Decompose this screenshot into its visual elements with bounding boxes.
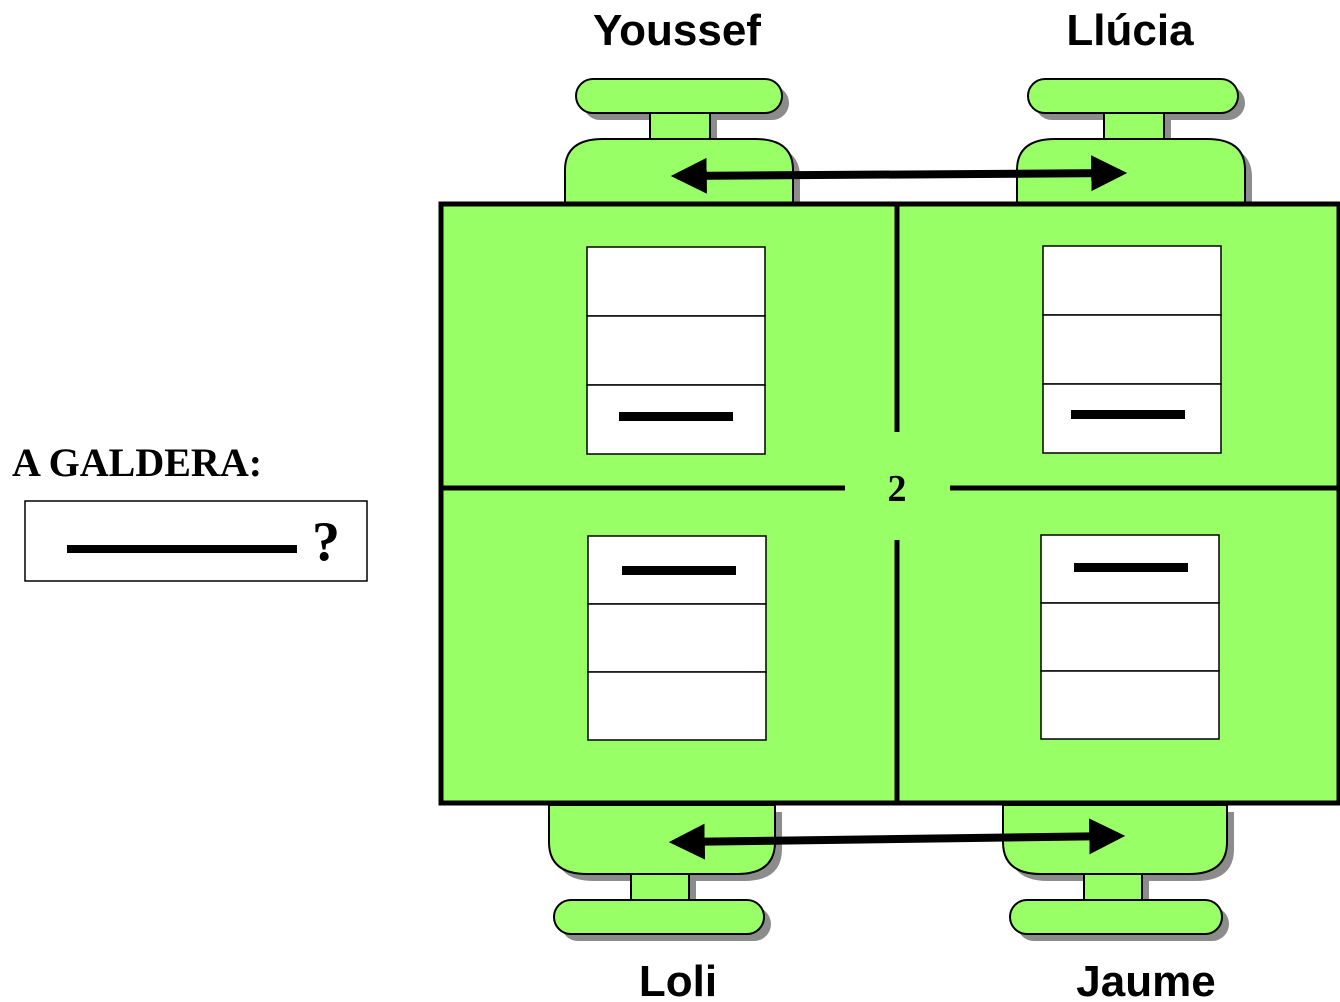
chair-top-right [1016, 78, 1252, 212]
chair-top-left [564, 78, 800, 212]
bin-blank-line [67, 545, 297, 553]
bin-answer-box: ? [24, 500, 368, 582]
student-name-bottom-left: Loli [639, 957, 717, 1002]
card-stack-bottom-left [587, 535, 767, 741]
blank-line [1071, 410, 1185, 419]
blank-line [619, 412, 733, 421]
blank-line [622, 566, 736, 575]
student-name-top-right: Llúcia [1066, 6, 1194, 55]
table-outline [438, 201, 1340, 806]
card-stack-top-left [586, 246, 766, 455]
bin-question-mark: ? [312, 511, 340, 573]
table-number: 2 [888, 468, 907, 510]
student-name-top-left: Youssef [593, 6, 761, 55]
student-name-bottom-right: Jaume [1076, 957, 1215, 1002]
swap-arrow-top [670, 155, 1128, 194]
card-stack-top-right [1042, 245, 1222, 454]
chair-bottom-right [1002, 804, 1234, 941]
blank-line [1074, 563, 1188, 572]
chair-bottom-left [548, 804, 782, 941]
swap-arrow-bottom [668, 818, 1126, 860]
bin-label: A GALDERA: [12, 440, 262, 485]
card-stack-bottom-right [1040, 534, 1220, 740]
